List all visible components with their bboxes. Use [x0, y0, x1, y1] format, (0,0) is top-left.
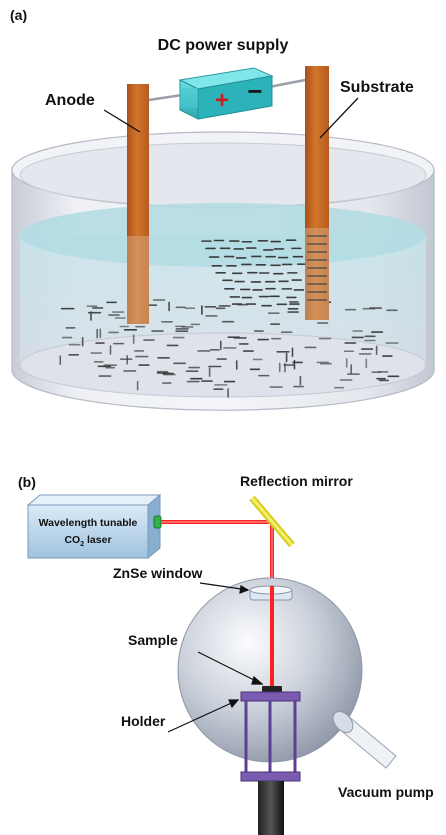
substrate-label: Substrate — [340, 79, 414, 96]
laser-label-line1: Wavelength tunable — [39, 517, 138, 529]
vacuum-pump-port — [332, 710, 397, 769]
sample-holder — [240, 691, 301, 782]
sample — [262, 686, 282, 692]
panel-a-label: (a) — [10, 7, 27, 23]
substrate-deposit — [307, 235, 327, 301]
power-supply-label: DC power supply — [158, 37, 289, 54]
graphene-flakes — [59, 239, 400, 398]
substrate-pointer — [319, 97, 359, 139]
laser-label-line2: CO2 laser — [64, 534, 111, 548]
anode-pointer — [103, 109, 141, 133]
laser-aperture — [153, 515, 162, 529]
mirror-label: Reflection mirror — [240, 473, 353, 489]
co2-laser: Wavelength tunable CO2 laser — [26, 493, 162, 560]
minus-sign: − — [247, 76, 262, 106]
holder-pointer — [167, 699, 239, 733]
panel-b-label: (b) — [18, 474, 36, 490]
holder-rod — [258, 781, 284, 835]
plus-sign: + — [215, 87, 229, 114]
sample-pointer — [197, 651, 263, 685]
holder-label: Holder — [121, 713, 166, 729]
sample-label: Sample — [128, 632, 178, 648]
pump-label: Vacuum pump — [338, 784, 434, 800]
window-label: ZnSe window — [113, 565, 203, 581]
electrolyte-liquid — [19, 203, 427, 398]
panel-a: (a) — [10, 7, 435, 411]
dc-power-supply: + − — [178, 67, 274, 120]
panel-b: (b) Wavelength tunable CO2 laser — [18, 473, 434, 835]
anode-label: Anode — [45, 92, 95, 109]
